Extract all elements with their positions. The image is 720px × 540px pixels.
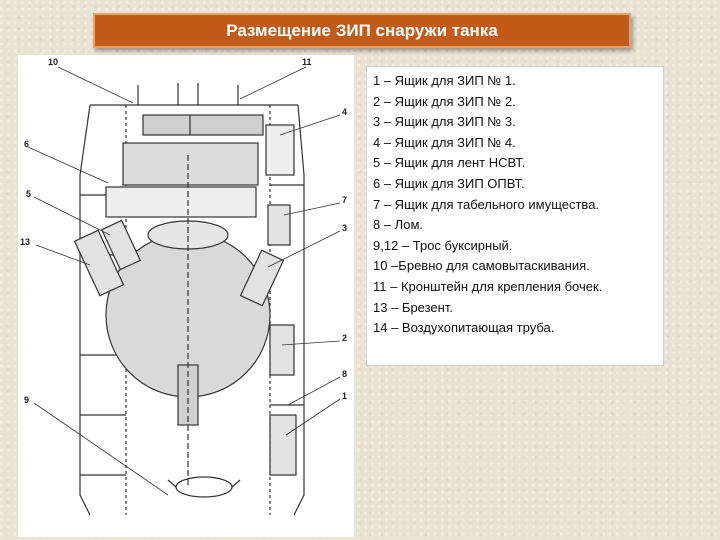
legend-item-13: 13 – Брезент. (373, 299, 453, 315)
box-7 (267, 204, 291, 246)
callout-2: 2 (342, 333, 348, 343)
engine-grille-top (142, 114, 264, 136)
box-2 (269, 324, 295, 376)
legend-item-2: 2 – Ящик для ЗИП № 2. (373, 93, 516, 109)
box-6 (105, 186, 257, 218)
legend-panel: 1 – Ящик для ЗИП № 1. 2 – Ящик для ЗИП №… (366, 66, 664, 366)
callout-1: 1 (342, 391, 348, 401)
callout-8: 8 (342, 369, 348, 379)
legend-item-11: 11 – Кронштейн для крепления бочек. (373, 278, 603, 294)
legend-item-8: 8 – Лом. (373, 217, 423, 233)
slide-title-bar: Размещение ЗИП снаружи танка (93, 13, 631, 48)
legend-item-10: 10 –Бревно для самовытаскивания. (373, 258, 590, 274)
legend-item-1: 1 – Ящик для ЗИП № 1. (373, 73, 516, 88)
legend-item-14: 14 – Воздухопитающая труба. (373, 320, 555, 336)
callout-3: 3 (342, 223, 348, 233)
box-1 (269, 414, 297, 476)
engine-grille-main (122, 142, 259, 186)
callout-4: 4 (342, 107, 348, 117)
callout-7: 7 (342, 195, 348, 205)
legend-item-6: 6 – Ящик для ЗИП ОПВТ. (373, 175, 525, 191)
slide-title: Размещение ЗИП снаружи танка (226, 20, 498, 40)
legend-item-7: 7 – Ящик для табельного имущества. (373, 196, 600, 212)
legend-item-4: 4 – Ящик для ЗИП № 4. (373, 134, 516, 150)
legend-item-9-12: 9,12 – Трос буксирный. (373, 237, 513, 253)
tank-diagram: 10 11 4 6 5 7 3 13 2 8 1 9 (18, 55, 354, 537)
callout-6: 6 (24, 139, 30, 149)
legend-item-5: 5 – Ящик для лент НСВТ. (373, 155, 526, 171)
box-13 (73, 229, 125, 297)
tank-drawing (27, 66, 341, 516)
callout-10: 10 (48, 57, 59, 67)
towing-cable (175, 476, 233, 498)
callout-5: 5 (26, 189, 32, 199)
legend-item-3: 3 – Ящик для ЗИП № 3. (373, 114, 516, 130)
hull-right-edge (293, 104, 305, 516)
callout-11: 11 (302, 57, 312, 67)
box-5 (100, 219, 142, 271)
box-4 (265, 124, 295, 176)
hull-left-edge (79, 104, 91, 516)
box-3 (239, 249, 285, 307)
callout-13: 13 (20, 237, 31, 247)
callout-9: 9 (24, 395, 30, 405)
